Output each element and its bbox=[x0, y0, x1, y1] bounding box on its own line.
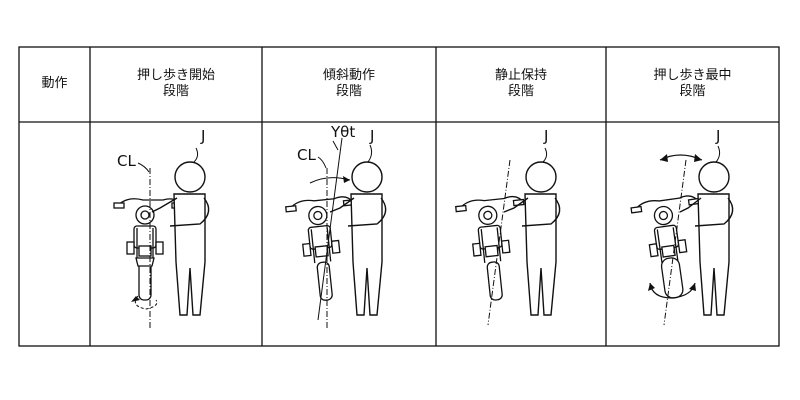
column-header-line2: 段階 bbox=[335, 84, 362, 99]
column-header-line2: 段階 bbox=[679, 84, 706, 99]
centerline-label-1: CL bbox=[117, 152, 136, 170]
person-figure bbox=[329, 161, 387, 316]
row-header-action: 動作 bbox=[19, 76, 90, 92]
centerline-leader-line bbox=[137, 162, 150, 173]
tilted-centerline bbox=[487, 159, 511, 326]
person-figure bbox=[503, 161, 561, 316]
motorcycle-front-view bbox=[113, 198, 183, 301]
stage-4-illustration bbox=[630, 145, 734, 326]
person-label-4: J bbox=[715, 127, 720, 145]
column-header-tilting: 傾斜動作 段階 bbox=[262, 68, 436, 100]
tilt-angle-label: Yθt bbox=[330, 123, 355, 141]
column-header-line2: 段階 bbox=[162, 84, 189, 99]
person-figure bbox=[679, 161, 734, 316]
table-grid bbox=[18, 46, 780, 347]
row-header-text: 動作 bbox=[41, 76, 68, 91]
stage-1-illustration bbox=[113, 147, 210, 330]
column-header-line2: 段階 bbox=[507, 84, 534, 99]
motorcycle-front-view-tilted bbox=[630, 195, 700, 299]
stage-2-illustration bbox=[285, 137, 387, 330]
motorcycle-front-view-tilted bbox=[455, 195, 525, 301]
column-header-line1: 押し歩き最中 bbox=[653, 68, 732, 83]
tilted-axis bbox=[317, 137, 343, 321]
column-header-push-during: 押し歩き最中 段階 bbox=[606, 68, 779, 100]
tilted-centerline bbox=[663, 159, 687, 326]
person-label-1: J bbox=[200, 127, 205, 145]
person-label-3: J bbox=[543, 127, 548, 145]
person-leader-line bbox=[193, 147, 199, 163]
column-header-line1: 静止保持 bbox=[494, 68, 547, 83]
column-header-push-start: 押し歩き開始 段階 bbox=[90, 68, 262, 100]
column-header-line1: 傾斜動作 bbox=[322, 68, 375, 83]
person-label-2: J bbox=[369, 127, 374, 145]
centerline-label-2: CL bbox=[297, 146, 316, 164]
person-figure bbox=[151, 161, 210, 316]
stage-3-illustration bbox=[455, 147, 561, 326]
column-header-line1: 押し歩き開始 bbox=[136, 68, 215, 83]
rotation-arrow bbox=[134, 295, 158, 310]
column-header-static-hold: 静止保持 段階 bbox=[436, 68, 606, 100]
